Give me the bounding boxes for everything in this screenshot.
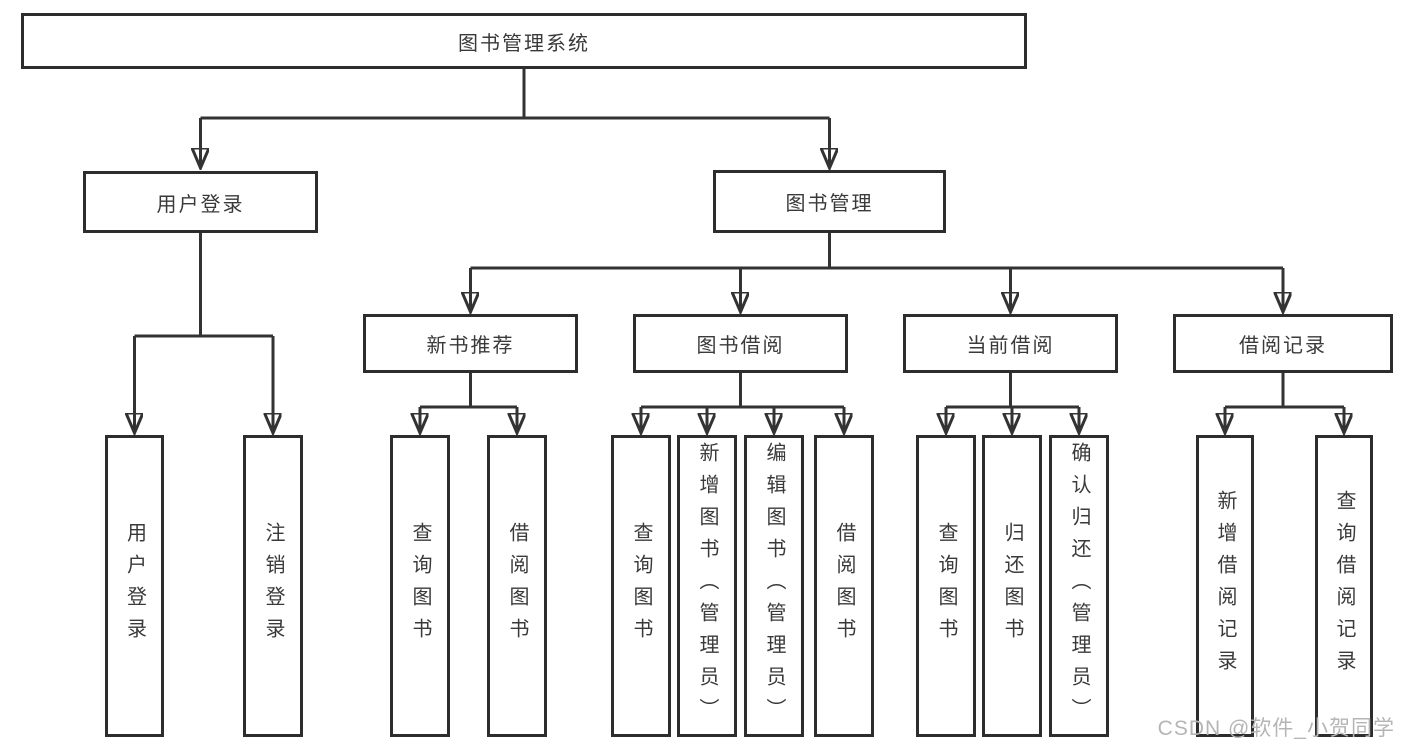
node-label: 图书管理 bbox=[785, 193, 874, 215]
node-label: 新书推荐 bbox=[426, 335, 515, 357]
node-label: 用户登录 bbox=[123, 522, 146, 650]
node-label: 当前借阅 bbox=[966, 335, 1055, 357]
node-current-borrowing: 当前借阅 bbox=[903, 314, 1118, 373]
node-label: 查询借阅记录 bbox=[1333, 490, 1355, 682]
edge-new-book-stem bbox=[420, 373, 517, 409]
node-label: 用户登录 bbox=[156, 193, 245, 216]
leaf-current-return-books: 归还图书 bbox=[982, 435, 1042, 737]
leaf-newbook-borrow-books: 借阅图书 bbox=[487, 435, 547, 737]
node-borrowing-records: 借阅记录 bbox=[1173, 314, 1393, 373]
node-book-management: 图书管理 bbox=[713, 170, 946, 233]
node-label: 查询图书 bbox=[409, 522, 431, 650]
node-label: 借阅图书 bbox=[506, 522, 528, 650]
edge-current-borrow-stem bbox=[946, 373, 1079, 409]
node-book-borrowing: 图书借阅 bbox=[633, 314, 848, 373]
leaf-current-confirm-return-admin: 确认归还（管理员） bbox=[1049, 435, 1109, 737]
leaf-current-query-books: 查询图书 bbox=[916, 435, 976, 737]
node-label: 借阅图书 bbox=[833, 522, 855, 650]
edge-book-borrow-stem bbox=[641, 373, 844, 409]
leaf-records-query-record: 查询借阅记录 bbox=[1315, 435, 1373, 737]
node-new-book-recommendation: 新书推荐 bbox=[363, 314, 578, 373]
edge-book-management-stem bbox=[470, 233, 1283, 270]
leaf-records-add-record: 新增借阅记录 bbox=[1196, 435, 1254, 737]
leaf-borrow-add-books-admin: 新增图书（管理员） bbox=[677, 435, 737, 737]
node-label: 确认归还（管理员） bbox=[1068, 442, 1090, 730]
node-label: 编辑图书（管理员） bbox=[763, 442, 785, 730]
csdn-watermark: CSDN @软件_小贺同学 bbox=[1157, 717, 1395, 740]
node-user-login: 用户登录 bbox=[83, 171, 318, 233]
node-label: 借阅记录 bbox=[1239, 335, 1327, 357]
node-label: 图书借阅 bbox=[696, 335, 785, 357]
node-label: 注销登录 bbox=[262, 522, 284, 650]
leaf-borrow-edit-books-admin: 编辑图书（管理员） bbox=[744, 435, 804, 737]
leaf-borrow-borrow-books: 借阅图书 bbox=[814, 435, 874, 737]
node-root: 图书管理系统 bbox=[21, 13, 1027, 69]
leaf-borrow-query-books: 查询图书 bbox=[611, 435, 671, 737]
node-label: 图书管理系统 bbox=[458, 32, 590, 55]
node-label: 新增图书（管理员） bbox=[696, 442, 718, 730]
leaf-newbook-query-books: 查询图书 bbox=[390, 435, 450, 737]
leaf-user-login: 用户登录 bbox=[105, 435, 164, 737]
edge-user-login-stem bbox=[134, 233, 273, 338]
node-label: 查询图书 bbox=[630, 522, 652, 650]
node-label: 查询图书 bbox=[935, 522, 957, 650]
edge-borrow-record-stem bbox=[1225, 373, 1344, 409]
node-label: 归还图书 bbox=[1001, 522, 1023, 650]
node-label: 新增借阅记录 bbox=[1214, 490, 1236, 682]
leaf-logout: 注销登录 bbox=[243, 435, 303, 737]
edge-root-stem bbox=[200, 69, 830, 120]
